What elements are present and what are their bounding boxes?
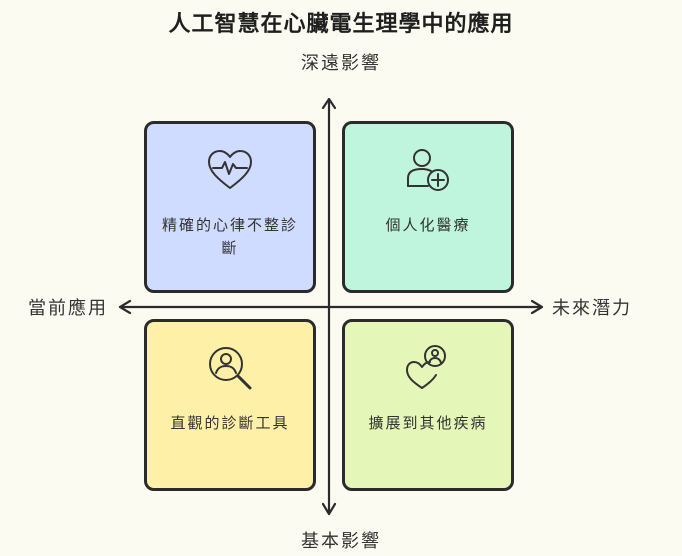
axis-label-left: 當前應用 xyxy=(28,298,108,319)
axis-label-right: 未來潛力 xyxy=(552,298,632,319)
axis-label-bottom: 基本影響 xyxy=(301,531,381,552)
vertical-axis-arrow-top xyxy=(321,97,337,110)
heart-pulse-icon xyxy=(208,150,252,189)
horizontal-axis-arrow-left xyxy=(118,299,132,315)
quadrant-top-right: 個人化醫療 xyxy=(342,121,514,293)
diagram-title: 人工智慧在心臟電生理學中的應用 xyxy=(168,12,514,37)
quadrant-label: 直觀的診斷工具 xyxy=(170,414,290,432)
quadrant-label: 擴展到其他疾病 xyxy=(368,414,488,432)
horizontal-axis-arrow-right xyxy=(530,299,544,315)
quadrant-label: 精確的心律不整診斷 xyxy=(161,216,298,257)
axis-label-top: 深遠影響 xyxy=(301,53,381,74)
quadrant-bottom-left: 直觀的診斷工具 xyxy=(144,319,316,491)
user-plus-icon xyxy=(407,149,449,191)
quadrant-label: 個人化醫療 xyxy=(385,216,471,234)
heart-hand-icon xyxy=(406,345,446,389)
person-magnifier-icon xyxy=(209,347,252,390)
quadrant-bottom-right: 擴展到其他疾病 xyxy=(342,319,514,491)
quadrant-top-left: 精確的心律不整診斷 xyxy=(144,121,316,293)
vertical-axis-arrow-bottom xyxy=(321,502,337,516)
